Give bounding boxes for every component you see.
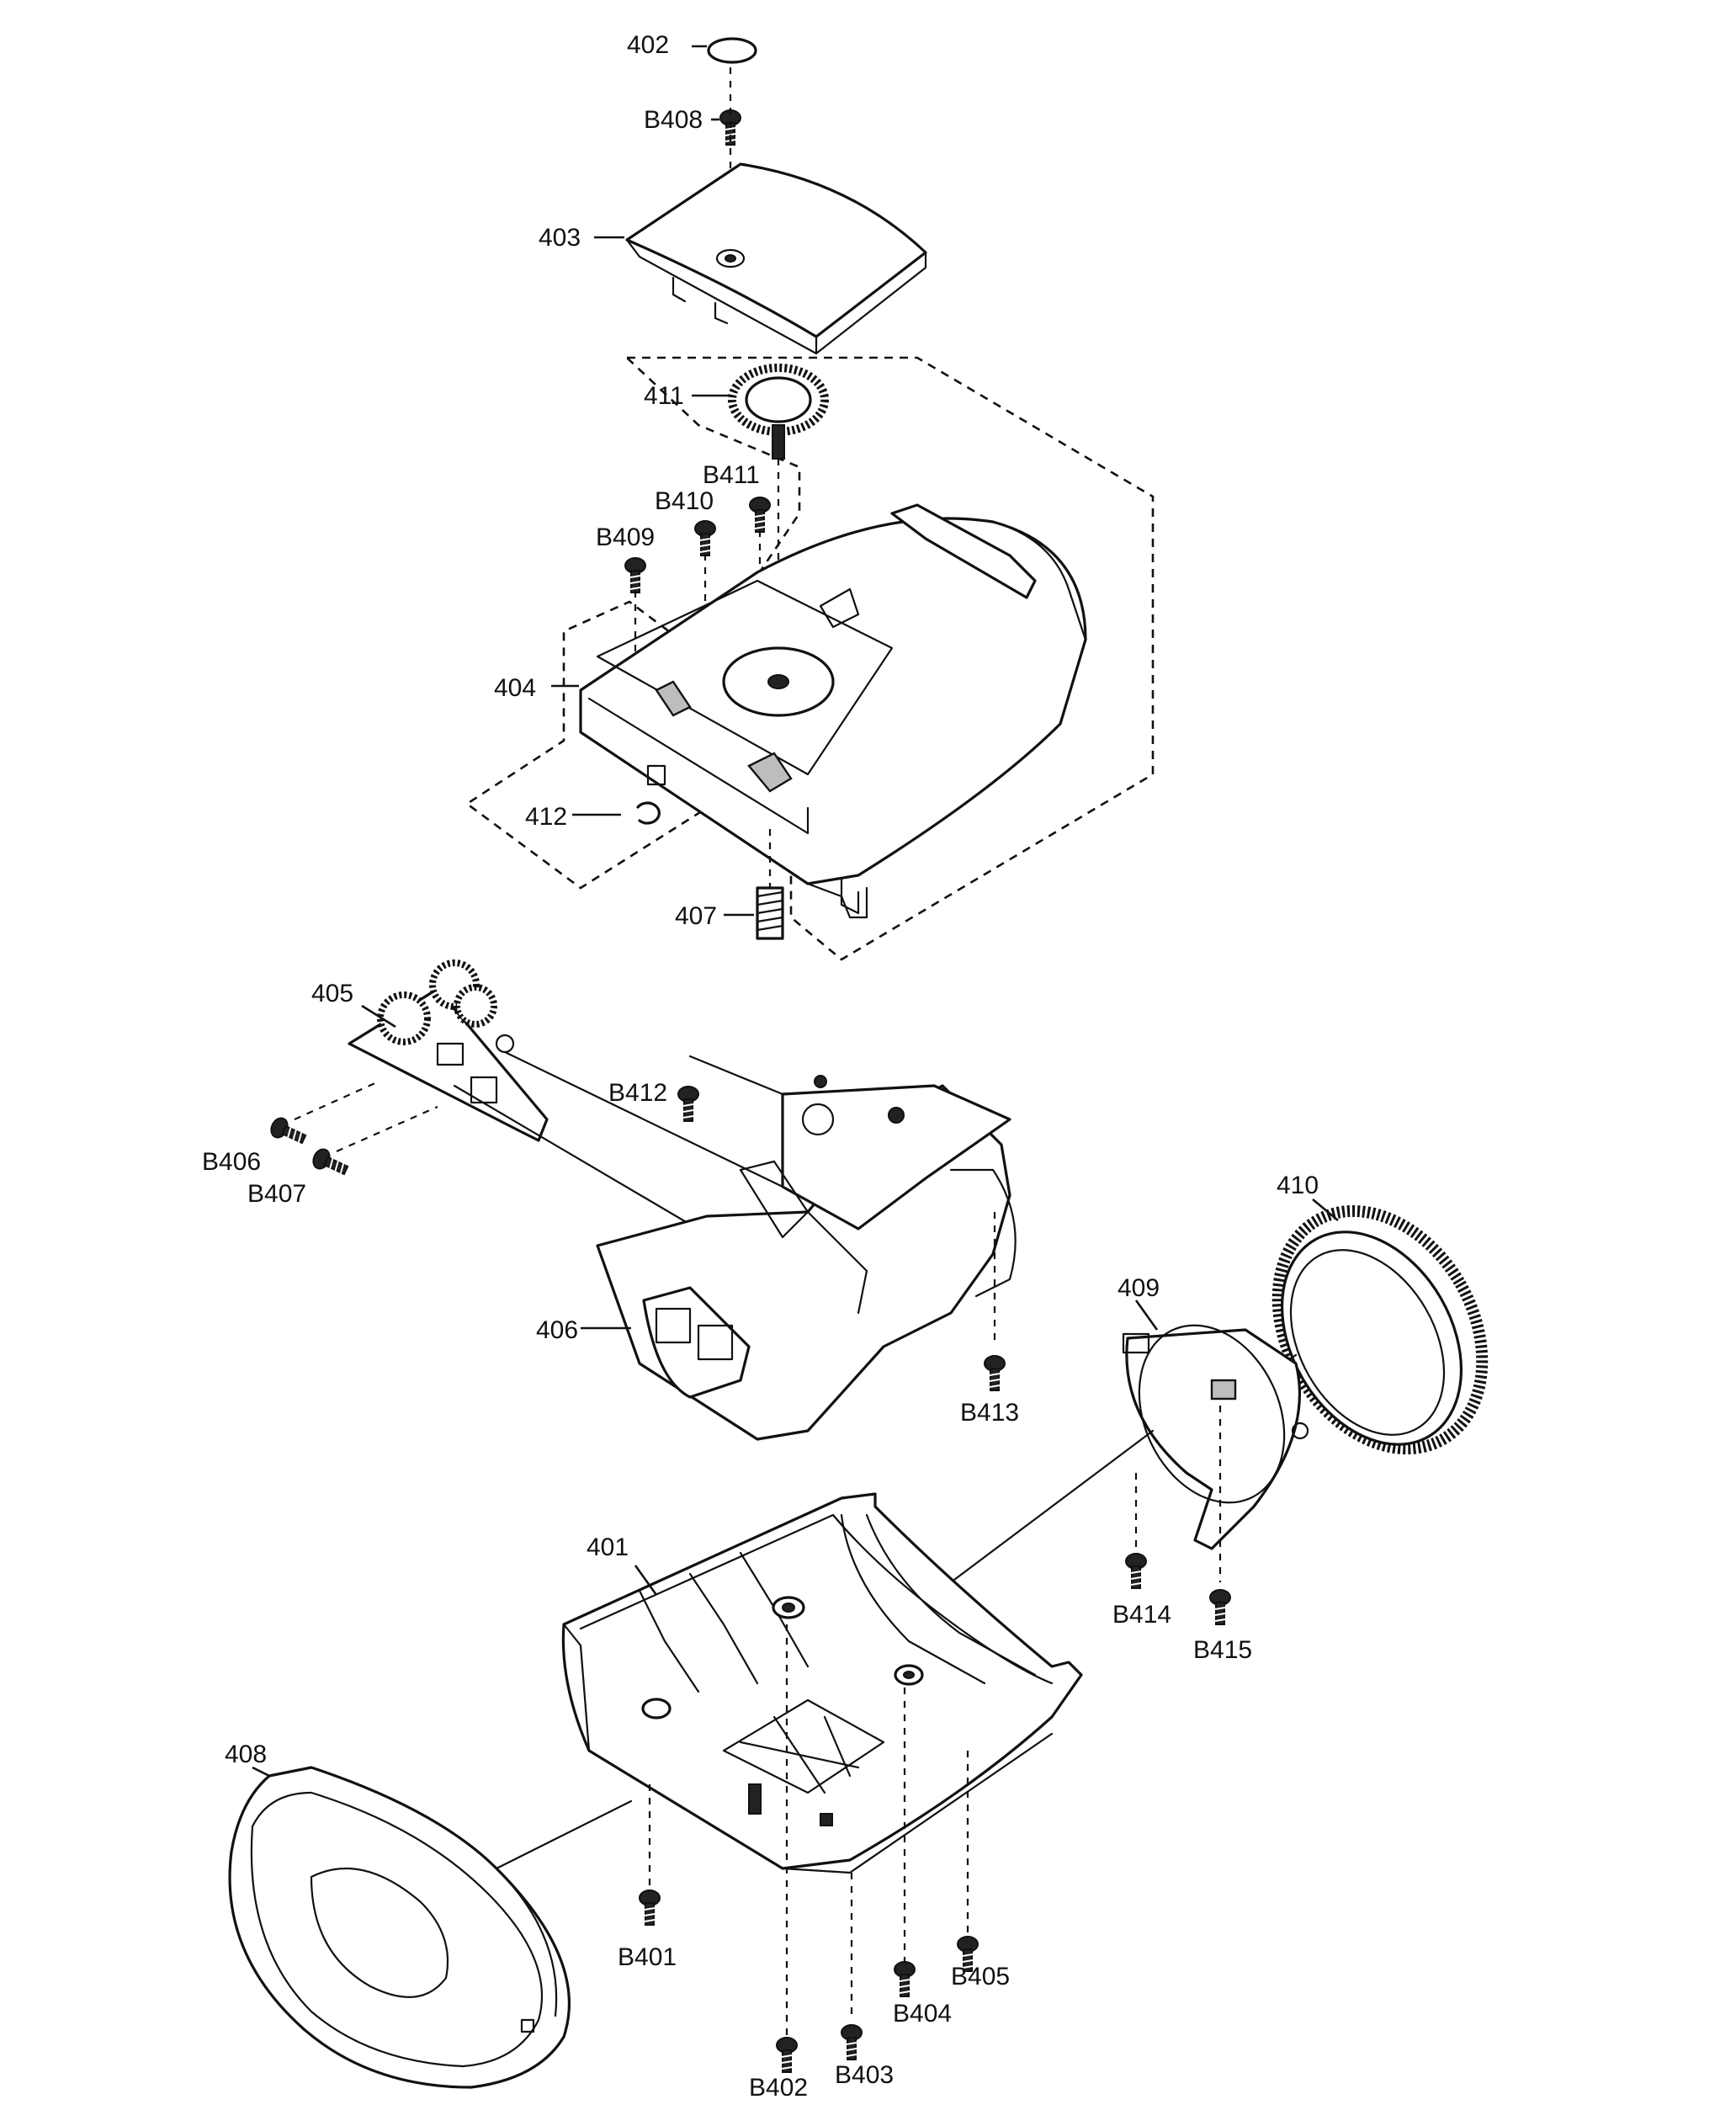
screw-B414 [1125, 1553, 1147, 1589]
part-406-chassis [581, 1055, 1017, 1441]
label-409: 409 [1118, 1274, 1160, 1302]
label-B402: B402 [749, 2074, 808, 2102]
part-409-bracket [949, 1300, 1309, 1584]
part-411-dial [692, 364, 829, 690]
part-402-cap [692, 37, 757, 64]
screw-B403 [841, 2024, 863, 2060]
label-B403: B403 [835, 2061, 894, 2089]
label-410: 410 [1277, 1172, 1319, 1199]
label-408: 408 [225, 1741, 267, 1768]
label-403: 403 [539, 224, 581, 252]
label-B415: B415 [1193, 1636, 1252, 1664]
screw-B407 [309, 1105, 438, 1181]
label-B406: B406 [202, 1148, 261, 1176]
label-B410: B410 [655, 487, 714, 515]
label-B414: B414 [1112, 1601, 1171, 1629]
label-B404: B404 [893, 2000, 952, 2028]
screw-B415 [1209, 1589, 1231, 1625]
part-401-housing [495, 1492, 1083, 2037]
part-408-endcap [228, 1766, 571, 2089]
subassembly-outline [465, 356, 1155, 961]
label-B401: B401 [618, 1943, 677, 1971]
label-B412: B412 [608, 1079, 667, 1107]
label-B413: B413 [960, 1399, 1019, 1427]
label-B405: B405 [951, 1963, 1010, 1990]
label-407: 407 [675, 902, 717, 930]
label-404: 404 [494, 674, 536, 702]
label-B411: B411 [703, 461, 760, 489]
screw-B402 [776, 2037, 798, 2073]
part-412-ering [572, 801, 661, 825]
part-410-ring [1227, 1199, 1489, 1455]
screw-B413 [984, 1355, 1006, 1391]
label-401: 401 [587, 1533, 629, 1561]
label-412: 412 [525, 803, 567, 831]
label-B407: B407 [247, 1180, 306, 1208]
label-B409: B409 [596, 524, 655, 551]
label-406: 406 [536, 1316, 578, 1344]
label-405: 405 [311, 980, 353, 1007]
part-407-spring [724, 829, 784, 940]
part-403-cover [594, 162, 927, 355]
screw-B406 [267, 1080, 380, 1150]
label-411: 411 [644, 382, 684, 410]
screw-B412 [677, 1086, 699, 1122]
part-405-bracket [348, 959, 784, 1256]
label-B408: B408 [644, 106, 703, 134]
screw-B404 [894, 1961, 916, 1997]
label-402: 402 [627, 31, 669, 59]
screw-B401 [639, 1889, 661, 1926]
part-404-housing [551, 503, 1087, 919]
